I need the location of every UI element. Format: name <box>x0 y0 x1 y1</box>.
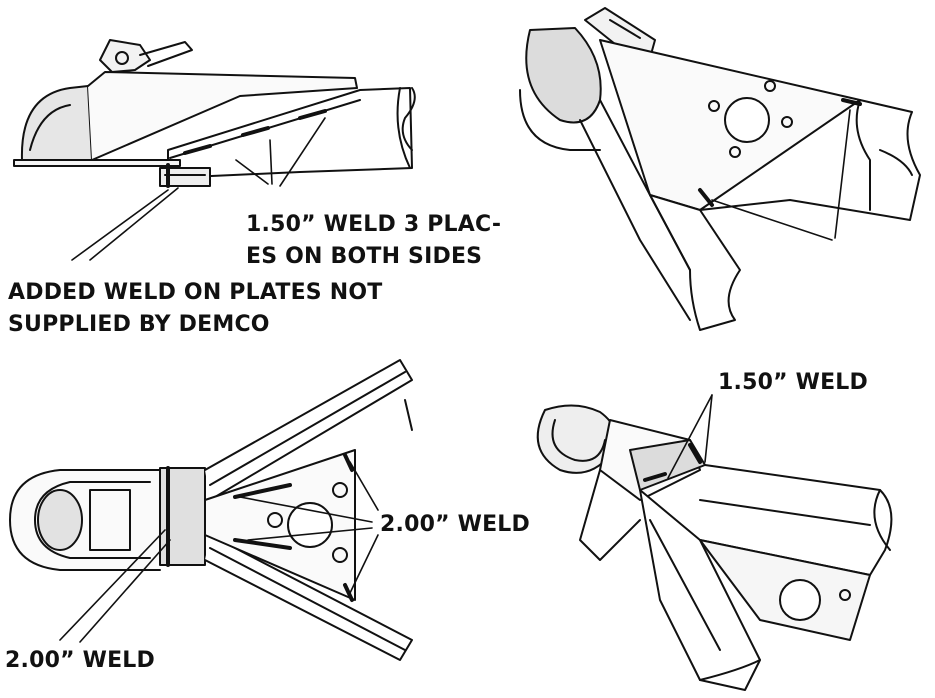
top-view-coupler <box>9 359 413 661</box>
weld-200-right-label: 2.00” WELD <box>380 512 530 537</box>
weld-150-right-label: 1.50” WELD <box>718 370 868 395</box>
weld-150-three-places-label-line1: 1.50” WELD 3 PLAC- <box>246 212 502 237</box>
side-view-coupler <box>13 39 416 261</box>
added-weld-label-line2: SUPPLIED BY DEMCO <box>8 312 270 337</box>
added-weld-label-line1: ADDED WELD ON PLATES NOT <box>8 280 383 305</box>
isometric-view-bottom <box>536 394 893 691</box>
weld-150-three-places-label-line2: ES ON BOTH SIDES <box>246 244 483 269</box>
isometric-view-top <box>519 7 921 331</box>
weld-200-left-label: 2.00” WELD <box>5 648 155 673</box>
